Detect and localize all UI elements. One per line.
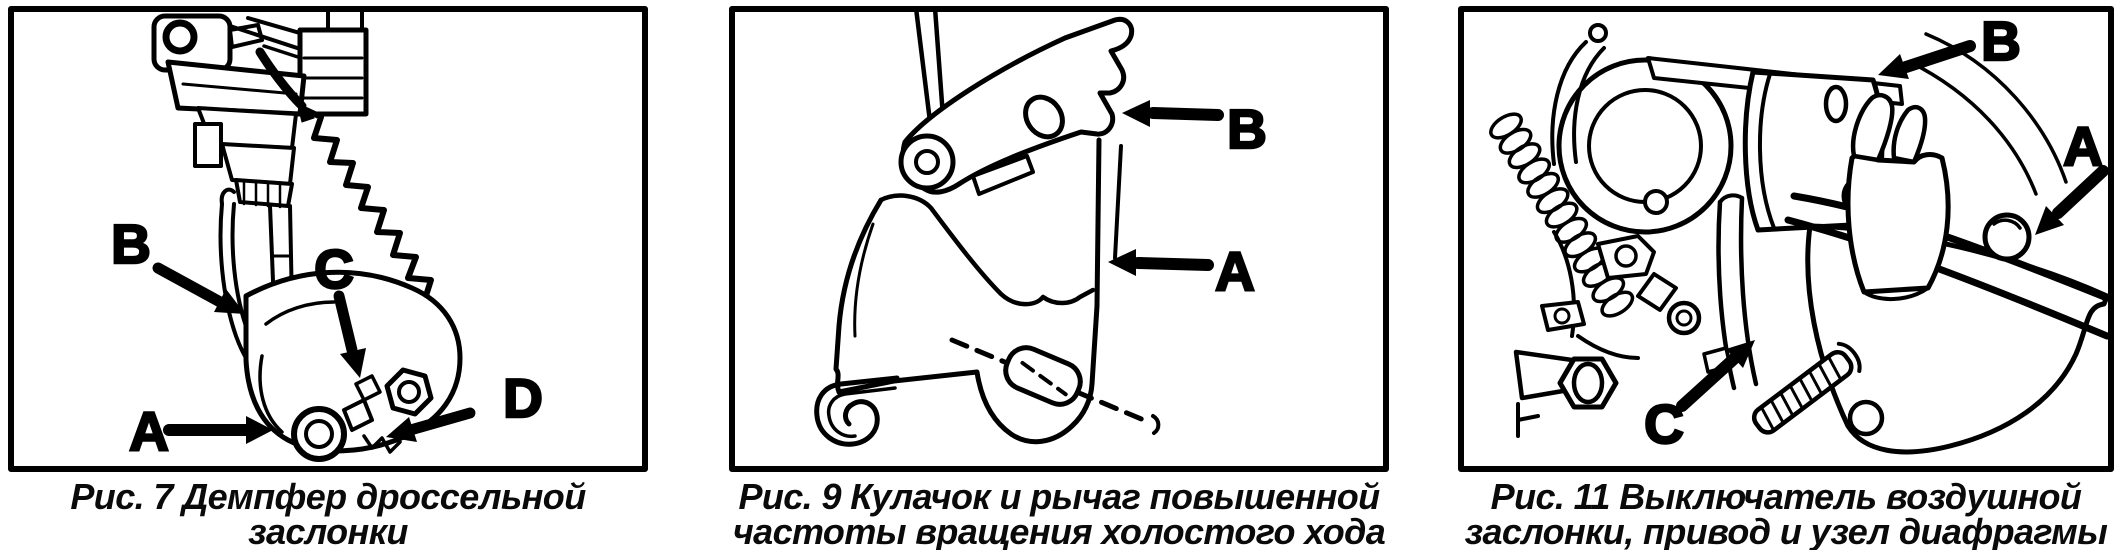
throttle-shaft-boss [291,406,347,462]
callout-arrow-a [163,416,273,444]
callout-arrow-a [2035,165,2109,235]
callout-label-b: B [1227,98,1267,160]
fast-idle-cam-line-art: B A [729,6,1389,472]
figure-panel-choke-diaphragm: B A C [1458,6,2114,472]
fast-idle-cam [814,137,1123,447]
choke-diaphragm-line-art: B A C [1458,6,2114,472]
hex-nut [384,367,434,417]
callout-arrow-a [1108,249,1214,276]
cam-hook [814,375,900,447]
caption-line: Рис. 7 Демпфер дроссельной [70,476,586,517]
callout-label-c: C [1644,393,1684,455]
throttle-damper-line-art: B C A D [8,6,648,472]
callout-arrow-c [333,290,366,378]
callout-arrow-b [1878,40,1976,79]
coil-spring [1489,112,1635,318]
callout-label-a: A [129,400,169,462]
figure-caption-7: Рис. 7 Демпфер дроссельной заслонки [8,476,648,550]
pointing-hand [1845,93,1951,302]
callout-arrow-c [1676,340,1755,412]
adjusting-screw [1751,341,1862,435]
figure-frame [1458,6,2114,472]
callout-arrow-b [1122,100,1224,127]
callout-label-a: A [2063,115,2103,177]
figure-panel-fast-idle-cam: B A [729,6,1389,472]
callout-label-b: B [1981,10,2021,72]
callout-arrow-b [152,262,245,314]
lever-pivot [898,133,956,191]
adjustment-link [949,337,1161,435]
caption-line: заслонки [248,511,408,550]
lever-hole [1023,94,1065,140]
caption-line: заслонки, привод и узел диафрагмы [1464,511,2108,550]
damper-body [151,8,369,209]
figure-caption-9: Рис. 9 Кулачок и рычаг повышенной частот… [729,476,1389,550]
figure-frame [729,6,1389,472]
fast-idle-lever [898,16,1135,196]
callout-label-c: C [314,238,354,300]
linkage-cluster [1516,234,1702,438]
caption-line: Рис. 11 Выключатель воздушной [1490,476,2082,517]
hex-nut [1557,356,1619,410]
callout-label-b: B [111,213,151,275]
caption-line: Рис. 9 Кулачок и рычаг повышенной [738,476,1380,517]
callout-label-a: A [1215,240,1255,302]
callout-label-d: D [503,367,543,429]
caption-line: частоты вращения холостого хода [732,511,1386,550]
figure-panel-throttle-damper: B C A D [8,6,648,472]
figure-caption-11: Рис. 11 Выключатель воздушной заслонки, … [1458,476,2114,550]
callout-arrow-d [386,407,476,442]
